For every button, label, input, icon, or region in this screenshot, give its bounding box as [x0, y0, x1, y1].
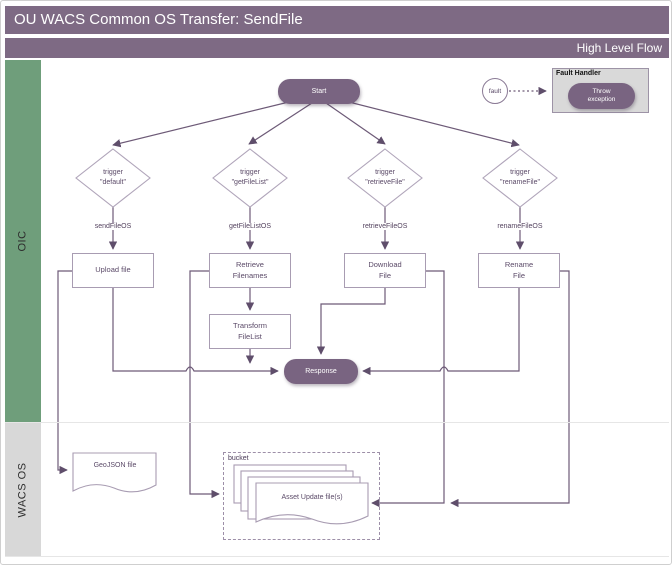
lane-divider — [5, 422, 669, 423]
lane-oic: OIC — [5, 60, 41, 422]
operation-sendfileos: sendFileOS — [72, 223, 154, 230]
fault-node: fault — [482, 78, 508, 104]
asset-update-files-label: Asset Update file(s) — [281, 494, 343, 501]
process-upload-file: Upload file — [72, 253, 154, 288]
lane-oic-label: OIC — [17, 230, 29, 252]
diagram-bottom-border — [5, 556, 669, 557]
geojson-document-shape — [72, 452, 157, 493]
trigger-renamefile-label: trigger "renameFile" — [500, 168, 540, 186]
fault-handler-group: Fault Handler Throw exception — [552, 68, 649, 113]
process-download-file: Download File — [344, 253, 426, 288]
trigger-retrievefile-label: trigger "retrieveFile" — [365, 168, 405, 186]
process-rename-file: Rename File — [478, 253, 560, 288]
subtitle-bar: High Level Flow — [5, 38, 669, 58]
trigger-getfilelist-label: trigger "getFileList" — [231, 168, 269, 186]
operation-getfilelistos: getFileListOS — [209, 223, 291, 230]
fault-handler-title: Fault Handler — [556, 70, 601, 77]
window-title-bar: OU WACS Common OS Transfer: SendFile — [5, 6, 669, 34]
trigger-default-label: trigger "default" — [100, 168, 126, 186]
operation-renamefileos: renameFileOS — [479, 223, 561, 230]
response-node: Response — [284, 359, 358, 384]
process-transform-filelist: Transform FileList — [209, 314, 291, 349]
process-retrieve-filenames: Retrieve Filenames — [209, 253, 291, 288]
lane-wacs-os-label: WACS OS — [17, 461, 30, 518]
asset-document-stack — [233, 464, 369, 525]
trigger-diamonds — [75, 148, 558, 208]
bucket-container: bucket — [223, 452, 380, 540]
start-node: Start — [278, 79, 360, 104]
geojson-file-label: GeoJSON file — [93, 462, 137, 469]
lane-wacs-os: WACS OS — [5, 423, 41, 556]
diagram-title: OU WACS Common OS Transfer: SendFile — [14, 11, 303, 28]
throw-exception-node: Throw exception — [568, 83, 635, 109]
diagram-subtitle: High Level Flow — [576, 41, 662, 55]
operation-retrievefileos: retrieveFileOS — [344, 223, 426, 230]
